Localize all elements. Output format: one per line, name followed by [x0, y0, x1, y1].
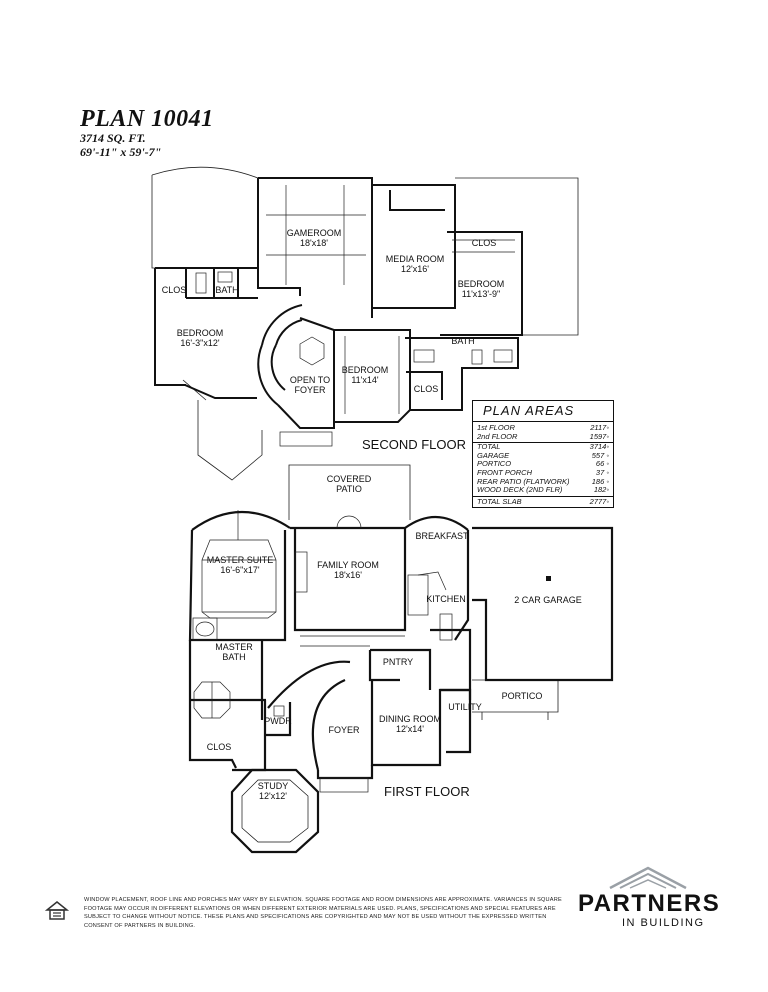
bedroom-right-label: BEDROOM [458, 279, 505, 289]
bath-left-label: BATH [215, 285, 238, 295]
bedroom-mid-size: 11'x14' [351, 375, 379, 385]
kitchen-label: KITCHEN [426, 594, 466, 604]
first-floor-label: FIRST FLOOR [384, 784, 470, 799]
pantry-label: PNTRY [383, 657, 413, 667]
area-row: WOOD DECK (2ND FLR)182◦ [477, 485, 609, 495]
bath-right-label: BATH [451, 336, 474, 346]
family-room-label: FAMILY ROOM [317, 560, 379, 570]
gameroom-label: GAMEROOM [287, 228, 342, 238]
master-bath-label-1: MASTER [215, 642, 253, 652]
plan-dimensions: 69'-11" x 59'-7" [80, 145, 162, 159]
closet-top-label: CLOS [472, 238, 497, 248]
utility-label: UTILITY [448, 702, 482, 712]
closet-right-label: CLOS [414, 384, 439, 394]
media-room-label: MEDIA ROOM [386, 254, 445, 264]
family-room-size: 18'x16' [334, 570, 362, 580]
roof-logo-icon [609, 866, 687, 890]
bedroom-mid-label: BEDROOM [342, 365, 389, 375]
covered-patio-label-2: PATIO [336, 484, 362, 494]
disclaimer-text: Window placement, roof line and porches … [84, 897, 562, 929]
gameroom-size: 18'x18' [300, 238, 328, 248]
equal-housing-icon [44, 901, 70, 920]
breakfast-label: BREAKFAST [415, 531, 469, 541]
open-to-foyer-label-2: FOYER [294, 385, 326, 395]
open-to-foyer-label-1: OPEN TO [290, 375, 330, 385]
area-row: REAR PATIO (FLATWORK)186 ◦ [477, 476, 609, 486]
foyer-label: FOYER [328, 725, 360, 735]
master-suite-size: 16'-6"x17' [220, 565, 259, 575]
powder-label: PWDR [264, 716, 292, 726]
master-suite-label: MASTER SUITE [207, 555, 274, 565]
study-size: 12'x12' [259, 791, 287, 801]
bedroom-left-label: BEDROOM [177, 328, 224, 338]
covered-patio-label-1: COVERED [327, 474, 372, 484]
master-bath-label-2: BATH [222, 652, 245, 662]
bedroom-left-size: 16'-3"x12' [180, 338, 219, 348]
dining-room-label: DINING ROOM [379, 714, 441, 724]
media-room-size: 12'x16' [401, 264, 429, 274]
dining-room-size: 12'x14' [396, 724, 424, 734]
plan-areas-title: PLAN AREAS [473, 401, 613, 422]
bedroom-right-size: 11'x13'-9" [462, 289, 501, 299]
company-logo-wordmark: PARTNERS [578, 890, 721, 917]
square-footage: 3714 SQ. FT. [80, 131, 146, 145]
study-label: STUDY [258, 781, 289, 791]
portico-label: PORTICO [502, 691, 543, 701]
plan-title: PLAN 10041 [80, 106, 214, 132]
closet-left-label: CLOS [162, 285, 187, 295]
company-logo-subtitle: IN BUILDING [622, 917, 705, 929]
second-floor-label: SECOND FLOOR [362, 437, 466, 452]
closet-first-label: CLOS [207, 742, 232, 752]
garage-label: 2 CAR GARAGE [514, 595, 582, 605]
